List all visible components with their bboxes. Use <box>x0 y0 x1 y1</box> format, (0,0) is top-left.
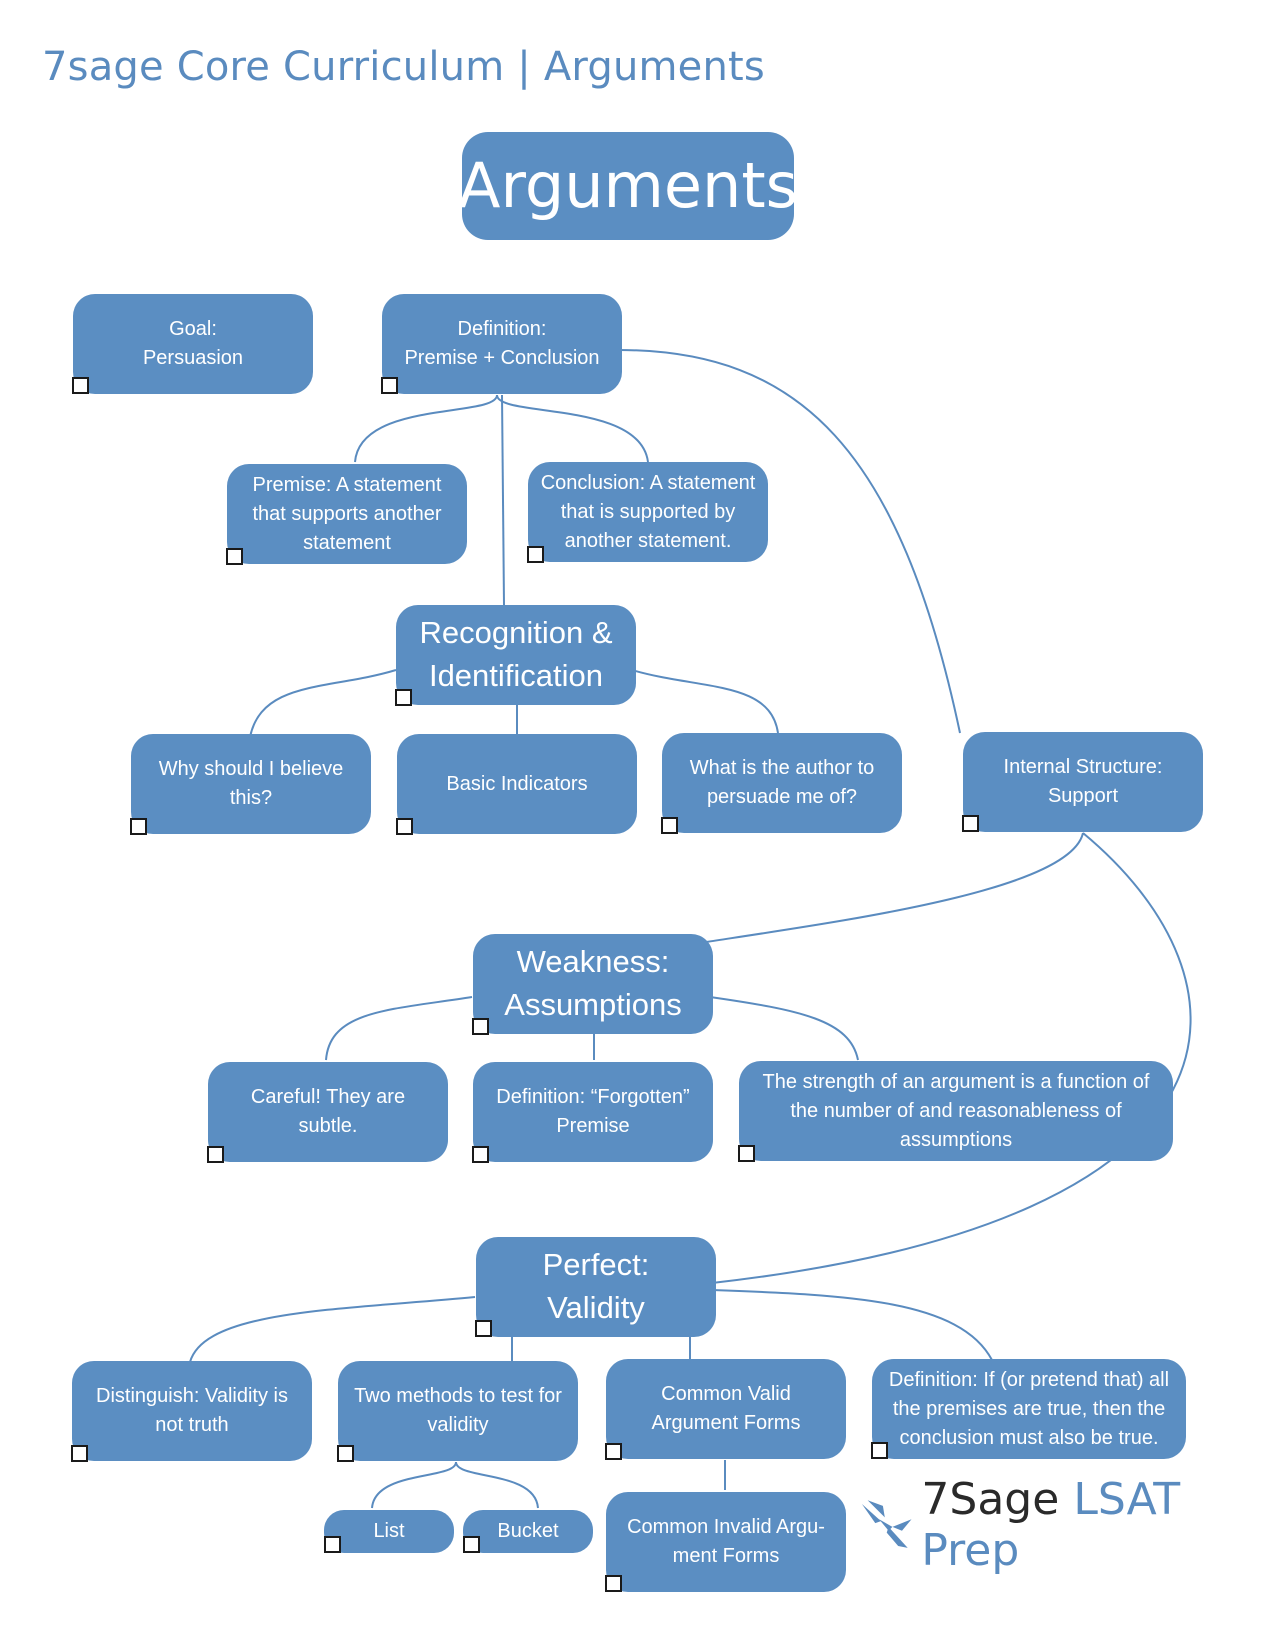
node-list-label: List <box>373 1520 405 1542</box>
link-internal-weakness <box>705 832 1084 943</box>
node-goal: Goal: Persuasion <box>73 294 313 394</box>
checkbox-goal[interactable] <box>72 377 89 394</box>
node-perfect: Perfect: Validity <box>476 1237 716 1337</box>
node-why-believe-label: Why should I believe this? <box>158 758 344 809</box>
checkbox-two-methods[interactable] <box>337 1445 354 1462</box>
node-validity-definition-label: Definition: If (or pretend that) all the… <box>888 1368 1170 1449</box>
node-careful: Careful! They are subtle. <box>208 1062 448 1162</box>
node-forgotten-premise: Definition: “Forgotten” Premise <box>473 1062 713 1162</box>
node-bucket-label: Bucket <box>497 1520 559 1542</box>
node-distinguish-label: Distinguish: Validity is not truth <box>96 1385 288 1436</box>
node-internal-structure: Internal Structure: Support <box>963 732 1203 832</box>
checkbox-basic-indicators[interactable] <box>396 818 413 835</box>
checkbox-weakness[interactable] <box>472 1018 489 1035</box>
node-goal-label: Goal: Persuasion <box>142 318 244 369</box>
node-author-persuade: What is the author to persuade me of? <box>662 733 902 833</box>
node-two-methods: Two methods to test for validity <box>338 1361 578 1461</box>
link-weakness-strength <box>709 996 859 1061</box>
checkbox-common-valid[interactable] <box>605 1443 622 1460</box>
link-twomethods-list <box>371 1461 457 1509</box>
node-premise: Premise: A statement that supports anoth… <box>227 464 467 564</box>
node-validity-definition: Definition: If (or pretend that) all the… <box>872 1359 1186 1459</box>
node-recognition-label: Recognition & Identification <box>419 615 613 693</box>
checkbox-recognition[interactable] <box>395 689 412 706</box>
checkbox-bucket[interactable] <box>463 1536 480 1553</box>
bird-logo-icon <box>861 1500 912 1548</box>
node-basic-indicators-label: Basic Indicators <box>446 772 588 795</box>
brand-name: 7Sage <box>921 1474 1060 1525</box>
node-strength: The strength of an argument is a functio… <box>739 1061 1173 1161</box>
brand-logo: 7Sage LSAT Prep <box>860 1474 1275 1576</box>
link-perfect-validitydef <box>711 1289 993 1361</box>
node-definition: Definition: Premise + Conclusion <box>382 294 622 394</box>
node-two-methods-label: Two methods to test for validity <box>354 1385 562 1436</box>
link-definition-conclusion <box>496 394 649 463</box>
node-weakness: Weakness: Assumptions <box>473 934 713 1034</box>
node-weakness-label: Weakness: Assumptions <box>504 944 682 1022</box>
link-perfect-distinguish <box>189 1296 476 1363</box>
checkbox-premise[interactable] <box>226 548 243 565</box>
checkbox-careful[interactable] <box>207 1146 224 1163</box>
node-common-invalid-label: Common Invalid Argu- ment Forms <box>627 1516 825 1567</box>
node-internal-structure-label: Internal Structure: Support <box>1003 756 1163 807</box>
node-careful-label: Careful! They are subtle. <box>250 1086 406 1137</box>
checkbox-common-invalid[interactable] <box>605 1575 622 1592</box>
node-distinguish: Distinguish: Validity is not truth <box>72 1361 312 1461</box>
node-author-persuade-label: What is the author to persuade me of? <box>689 757 875 808</box>
node-bucket: Bucket <box>463 1510 593 1553</box>
checkbox-conclusion[interactable] <box>527 546 544 563</box>
link-internal-perfect <box>711 832 1192 1284</box>
node-basic-indicators: Basic Indicators <box>397 734 637 834</box>
node-premise-label: Premise: A statement that supports anoth… <box>252 473 442 554</box>
checkbox-why-believe[interactable] <box>130 818 147 835</box>
node-definition-label: Definition: Premise + Conclusion <box>404 318 600 369</box>
link-definition-recognition <box>501 394 505 606</box>
checkbox-strength[interactable] <box>738 1145 755 1162</box>
checkbox-forgotten-premise[interactable] <box>472 1146 489 1163</box>
checkbox-author-persuade[interactable] <box>661 817 678 834</box>
checkbox-distinguish[interactable] <box>71 1445 88 1462</box>
checkbox-perfect[interactable] <box>475 1320 492 1337</box>
link-twomethods-bucket <box>455 1461 539 1509</box>
node-perfect-label: Perfect: Validity <box>542 1247 650 1325</box>
link-definition-internal <box>617 349 961 734</box>
page-title: 7sage Core Curriculum | Arguments <box>42 44 765 90</box>
link-recognition-author <box>631 669 779 734</box>
node-recognition: Recognition & Identification <box>396 605 636 705</box>
node-conclusion-label: Conclusion: A statement that is supporte… <box>540 471 756 552</box>
node-arguments-label: Arguments <box>458 149 798 223</box>
link-definition-premise <box>354 394 498 463</box>
node-common-valid: Common Valid Argument Forms <box>606 1359 846 1459</box>
node-why-believe: Why should I believe this? <box>131 734 371 834</box>
node-forgotten-premise-label: Definition: “Forgotten” Premise <box>496 1086 690 1137</box>
node-list: List <box>324 1510 454 1553</box>
checkbox-definition[interactable] <box>381 377 398 394</box>
checkbox-internal-structure[interactable] <box>962 815 979 832</box>
link-recognition-why <box>249 669 397 738</box>
node-conclusion: Conclusion: A statement that is supporte… <box>528 462 768 562</box>
node-common-valid-label: Common Valid Argument Forms <box>651 1383 801 1434</box>
link-weakness-careful <box>325 996 473 1061</box>
checkbox-list[interactable] <box>324 1536 341 1553</box>
checkbox-validity-definition[interactable] <box>871 1442 888 1459</box>
node-common-invalid: Common Invalid Argu- ment Forms <box>606 1492 846 1592</box>
node-arguments: Arguments <box>458 132 798 240</box>
node-strength-label: The strength of an argument is a functio… <box>762 1070 1150 1151</box>
brand-sub: LSAT Prep <box>921 1474 1181 1576</box>
